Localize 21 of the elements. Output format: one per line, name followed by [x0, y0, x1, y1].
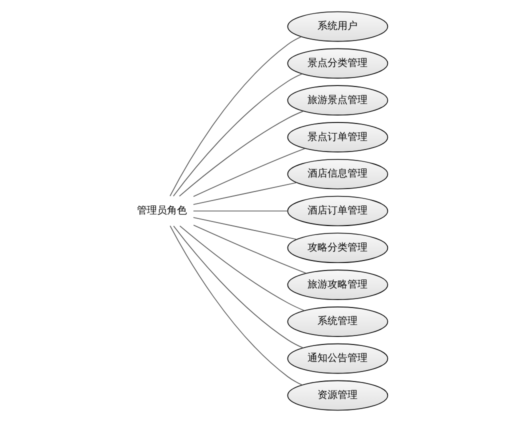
node-ellipse: 旅游攻略管理 [287, 270, 388, 300]
node-ellipse: 系统用户 [287, 11, 388, 42]
node-ellipse: 系统管理 [287, 306, 388, 337]
node-ellipse: 景点分类管理 [287, 48, 388, 79]
node-ellipse: 通知公告管理 [287, 343, 388, 374]
connector [193, 217, 298, 240]
node-ellipse: 酒店信息管理 [287, 158, 388, 190]
node-ellipse: 攻略分类管理 [287, 232, 388, 264]
node-ellipse: 资源管理 [287, 380, 388, 411]
connector [193, 182, 298, 205]
connector [179, 110, 304, 197]
node-ellipse: 酒店订单管理 [287, 196, 388, 226]
connector [172, 74, 302, 196]
connector [170, 36, 302, 196]
connector [173, 226, 304, 348]
node-ellipse: 景点订单管理 [287, 122, 388, 152]
connector [193, 210, 288, 212]
node-text: 管理员角色 [136, 206, 187, 217]
connector [179, 226, 305, 312]
node-ellipse: 旅游景点管理 [287, 85, 388, 116]
connector [170, 225, 303, 386]
